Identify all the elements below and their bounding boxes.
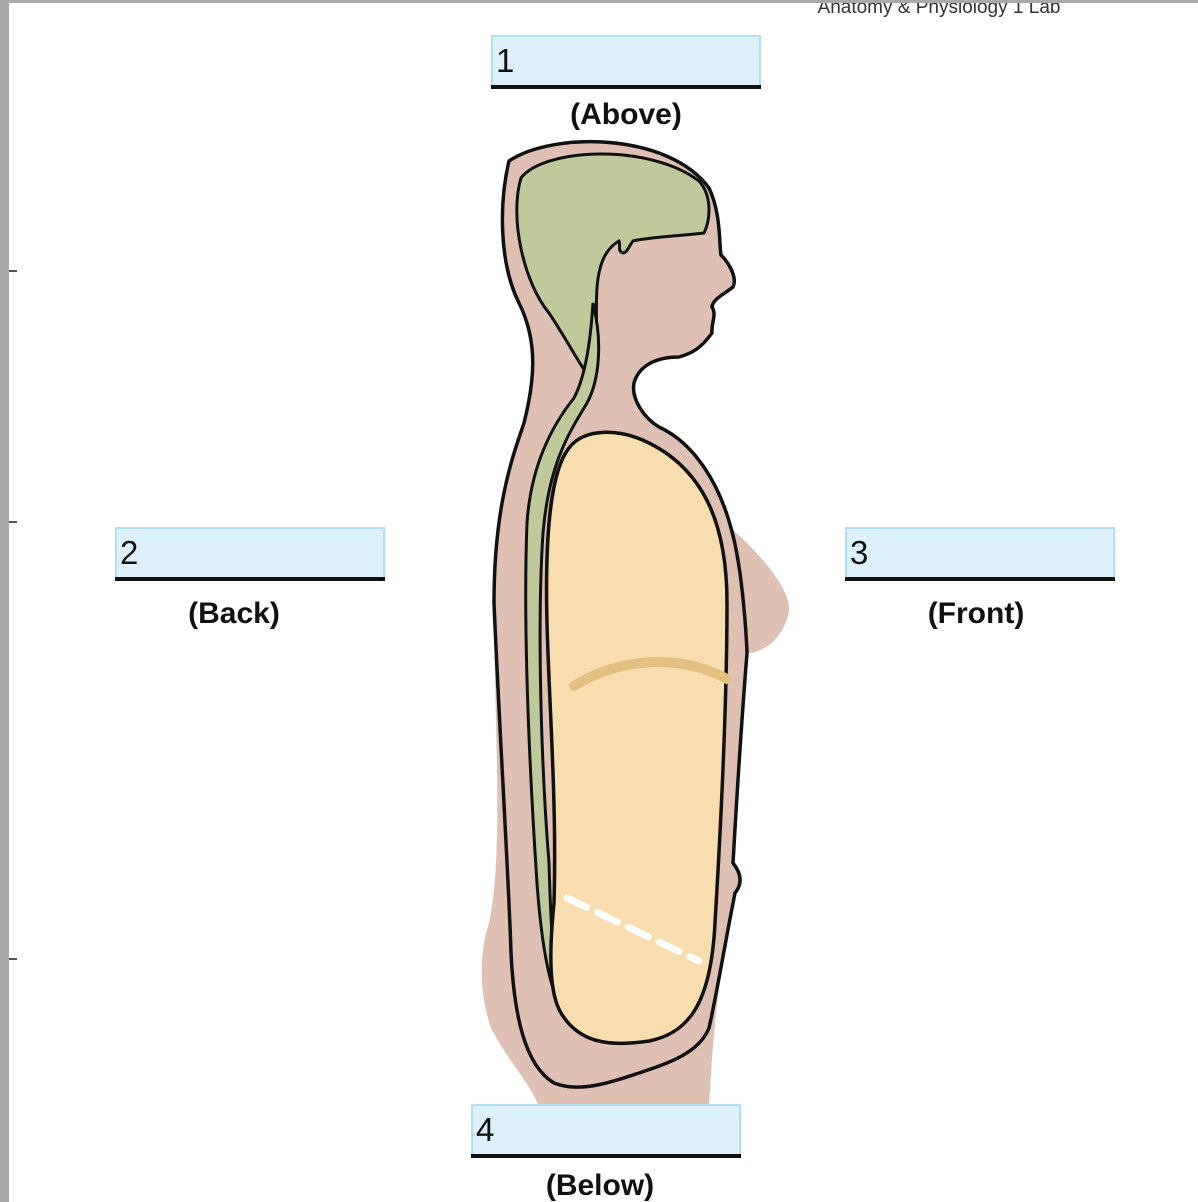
answer-underline — [845, 577, 1115, 581]
caption-above: (Above) — [570, 98, 682, 131]
caption-back: (Back) — [188, 597, 280, 630]
answer-input-2[interactable] — [117, 529, 383, 577]
answer-underline — [491, 85, 761, 89]
diaphragm-line — [569, 657, 732, 691]
answer-input-4[interactable] — [473, 1106, 739, 1154]
caption-below: (Below) — [545, 1169, 655, 1202]
label-field-3: 3 — [845, 527, 1115, 581]
label-field-1: 1 — [491, 35, 761, 89]
page-edge-mark — [9, 958, 17, 960]
page-edge-mark — [9, 521, 17, 523]
caption-front: (Front) — [927, 597, 1025, 630]
answer-underline — [115, 577, 385, 581]
worksheet-page: Anatomy & Physiology 1 Lab 1 (Above) 2 (… — [9, 3, 1198, 1202]
answer-input-1[interactable] — [493, 37, 759, 85]
body-cavities-figure — [481, 140, 790, 1108]
label-field-4: 4 — [471, 1104, 741, 1158]
page-edge-mark — [9, 270, 17, 272]
answer-underline — [471, 1154, 741, 1158]
answer-input-3[interactable] — [847, 529, 1113, 577]
cranial-cavity — [515, 152, 711, 384]
body-outline — [492, 140, 749, 1089]
pelvic-brim-line — [563, 894, 703, 965]
ventral-cavity — [544, 430, 729, 1046]
label-field-2: 2 — [115, 527, 385, 581]
course-header: Anatomy & Physiology 1 Lab — [817, 3, 1061, 18]
